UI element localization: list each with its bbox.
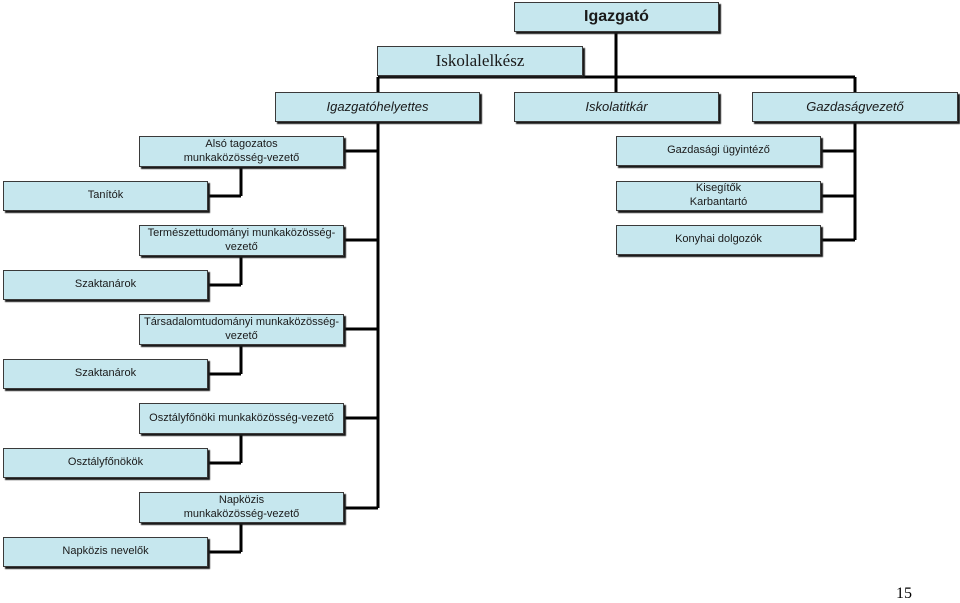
homeroom-teachers-label: Osztályfőnökök: [67, 456, 144, 469]
maintenance-line-1: Kisegítők: [695, 182, 742, 195]
science-teachers-label: Szaktanárok: [74, 278, 137, 291]
daycare-head-box: Napközis munkaközösség-vezető: [139, 492, 344, 523]
maintenance-line-2: Karbantartó: [689, 196, 748, 208]
deputy-box: Igazgatóhelyettes: [275, 92, 480, 122]
daycare-teachers-box: Napközis nevelők: [3, 537, 208, 567]
science-head-line-1: Természettudományi munkaközösség-: [147, 226, 336, 239]
chaplain-label: Iskolalelkész: [435, 51, 525, 71]
homeroom-head-label: Osztályfőnöki munkaközösség-vezető: [149, 411, 334, 424]
secretary-box: Iskolatitkár: [514, 92, 719, 122]
homeroom-head-box: Osztályfőnöki munkaközösség-vezető: [139, 403, 344, 434]
lower-grade-head-line-2: munkaközösség-vezető: [183, 151, 300, 164]
teachers-box: Tanítók: [3, 181, 208, 211]
daycare-teachers-label: Napközis nevelők: [62, 545, 149, 558]
lower-grade-head-line-1: Alsó tagozatos: [205, 137, 278, 150]
humanities-teachers-box: Szaktanárok: [3, 359, 208, 389]
humanities-teachers-label: Szaktanárok: [74, 367, 137, 380]
finance-clerk-box: Gazdasági ügyintéző: [616, 136, 821, 166]
deputy-label: Igazgatóhelyettes: [326, 98, 429, 114]
finance-clerk-label: Gazdasági ügyintéző: [667, 144, 770, 157]
teachers-label: Tanítók: [87, 189, 124, 202]
daycare-head-line-2: munkaközösség-vezető: [183, 507, 300, 520]
humanities-head-line-2: vezető: [225, 329, 258, 342]
page-number: 15: [896, 585, 912, 602]
finance-manager-box: Gazdaságvezető: [752, 92, 958, 122]
science-head-box: Természettudományi munkaközösség- vezető: [139, 225, 344, 256]
homeroom-teachers-box: Osztályfőnökök: [3, 448, 208, 478]
kitchen-staff-box: Konyhai dolgozók: [616, 225, 821, 255]
chaplain-box: Iskolalelkész: [377, 46, 583, 76]
lower-grade-head-box: Alsó tagozatos munkaközösség-vezető: [139, 136, 344, 167]
director-box: Igazgató: [514, 2, 719, 32]
secretary-label: Iskolatitkár: [585, 98, 648, 114]
humanities-head-box: Társadalomtudományi munkaközösség- vezet…: [139, 314, 344, 345]
science-head-line-2: vezető: [225, 240, 258, 253]
director-label: Igazgató: [584, 8, 649, 25]
humanities-head-line-1: Társadalomtudományi munkaközösség-: [143, 315, 340, 328]
science-teachers-box: Szaktanárok: [3, 270, 208, 300]
finance-manager-label: Gazdaságvezető: [806, 98, 904, 114]
maintenance-box: Kisegítők Karbantartó: [616, 181, 821, 211]
kitchen-staff-label: Konyhai dolgozók: [675, 233, 762, 246]
daycare-head-line-1: Napközis: [218, 493, 265, 506]
